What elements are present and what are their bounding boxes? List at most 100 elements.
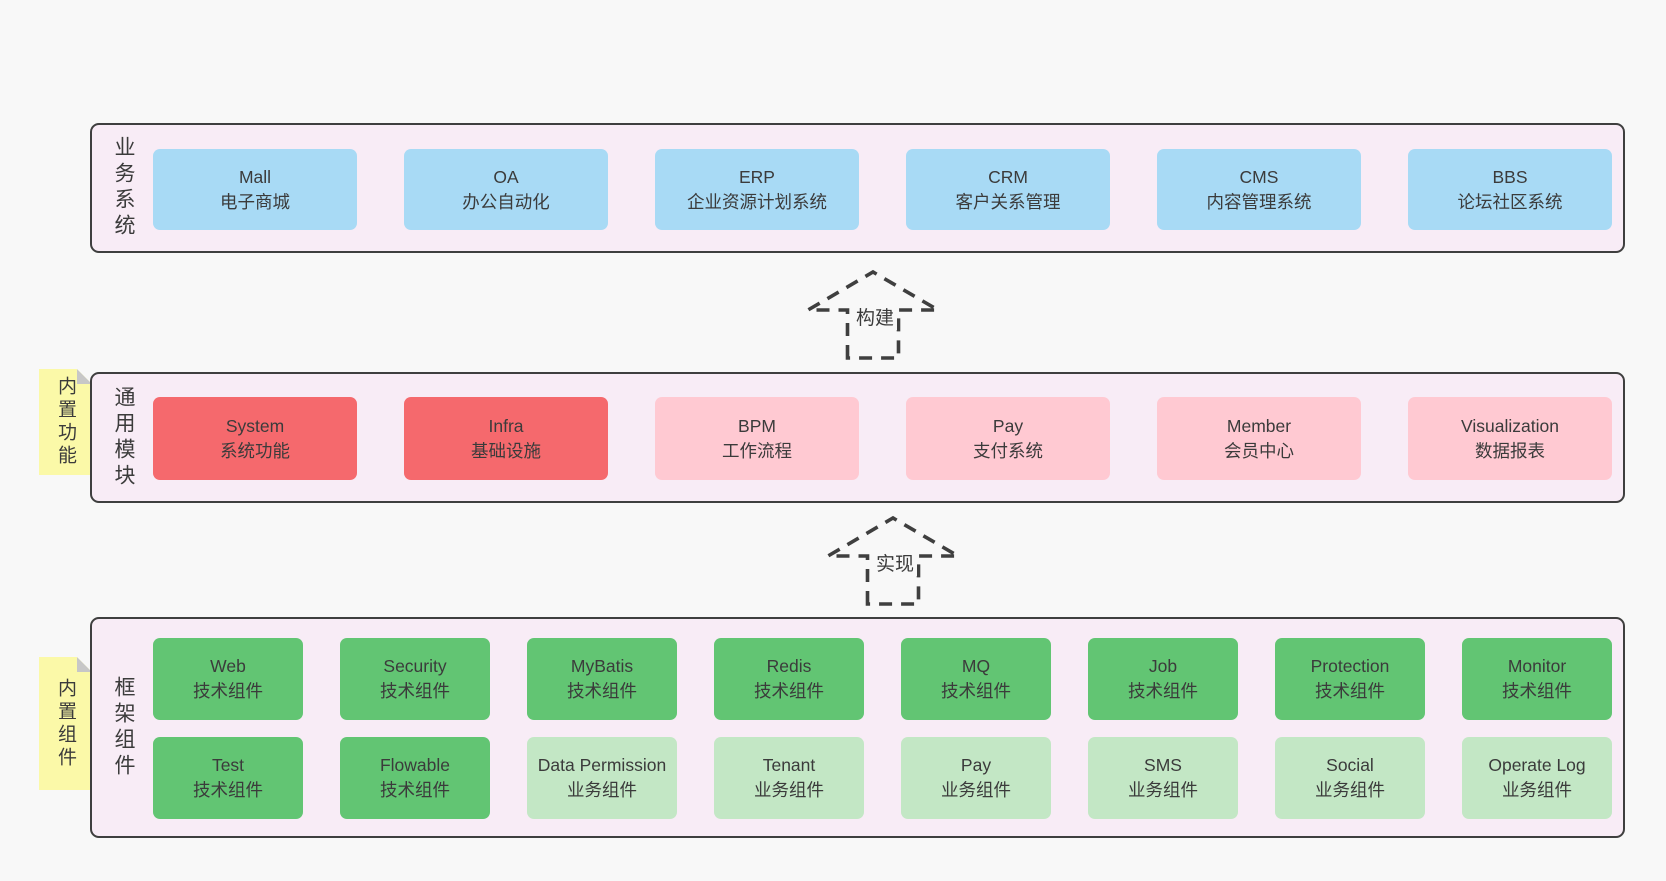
- box-title-zh: 业务组件: [941, 780, 1011, 800]
- box-redis: Redis 技术组件: [714, 638, 864, 720]
- panel-label-text: 通用模块: [112, 385, 135, 490]
- box-title-en: Operate Log: [1488, 755, 1586, 776]
- box-title-en: System: [225, 415, 285, 436]
- sticky-note-text: 内置功能: [55, 376, 76, 468]
- box-title-en: Visualization: [1461, 415, 1559, 436]
- box-oa: OA 办公自动化: [404, 149, 608, 230]
- panel-label-text: 业务系统: [112, 136, 135, 240]
- box-title-zh: 业务组件: [754, 780, 824, 800]
- box-test: Test 技术组件: [153, 737, 303, 819]
- box-operate-log: Operate Log 业务组件: [1462, 737, 1612, 819]
- box-pay-module: Pay 支付系统: [906, 397, 1110, 480]
- box-title-en: Security: [383, 656, 447, 677]
- box-title-en: Test: [211, 755, 245, 776]
- box-monitor: Monitor 技术组件: [1462, 638, 1612, 720]
- box-title-en: MQ: [961, 656, 991, 677]
- box-title-zh: 内容管理系统: [1206, 191, 1312, 212]
- box-title-zh: 技术组件: [193, 681, 263, 701]
- box-title-en: OA: [493, 166, 519, 187]
- panel-framework-components: 框架组件 Web 技术组件 Security 技术组件 MyBatis 技术组件…: [90, 617, 1625, 838]
- sticky-note-built-in-features: 内置功能: [39, 369, 92, 475]
- box-title-zh: 技术组件: [380, 780, 450, 800]
- box-title-zh: 技术组件: [1502, 681, 1572, 701]
- box-title-zh: 企业资源计划系统: [687, 191, 827, 212]
- box-infra: Infra 基础设施: [404, 397, 608, 480]
- box-title-en: Mall: [238, 166, 272, 187]
- box-title-en: Member: [1226, 415, 1292, 436]
- box-mybatis: MyBatis 技术组件: [527, 638, 677, 720]
- box-visualization: Visualization 数据报表: [1408, 397, 1612, 480]
- box-title-zh: 会员中心: [1224, 440, 1294, 461]
- box-title-en: Pay: [960, 755, 992, 776]
- box-social: Social 业务组件: [1275, 737, 1425, 819]
- box-member: Member 会员中心: [1157, 397, 1361, 480]
- arrow-label-implement: 实现: [815, 549, 975, 576]
- dashed-up-arrow-build: [801, 269, 945, 360]
- panel-label-framework-components: 框架组件: [102, 619, 144, 836]
- box-title-en: Redis: [766, 656, 812, 677]
- box-title-en: BBS: [1492, 166, 1528, 187]
- box-title-zh: 业务组件: [1502, 780, 1572, 800]
- box-title-en: Protection: [1310, 656, 1390, 677]
- box-title-en: Social: [1326, 755, 1374, 776]
- panel-label-text: 框架组件: [112, 675, 135, 780]
- panel-common-modules: 通用模块 System 系统功能 Infra 基础设施 BPM 工作流程 Pay…: [90, 372, 1625, 503]
- box-title-en: Web: [210, 656, 246, 677]
- box-title-zh: 技术组件: [1128, 681, 1198, 701]
- box-title-en: CRM: [988, 166, 1028, 187]
- panel-business-systems: 业务系统 Mall 电子商城 OA 办公自动化 ERP 企业资源计划系统 CRM…: [90, 123, 1625, 253]
- box-title-zh: 技术组件: [941, 681, 1011, 701]
- box-sms: SMS 业务组件: [1088, 737, 1238, 819]
- box-title-zh: 数据报表: [1475, 440, 1545, 461]
- box-title-zh: 技术组件: [1315, 681, 1385, 701]
- box-job: Job 技术组件: [1088, 638, 1238, 720]
- box-title-zh: 业务组件: [567, 780, 637, 800]
- box-erp: ERP 企业资源计划系统: [655, 149, 859, 230]
- box-security: Security 技术组件: [340, 638, 490, 720]
- arrow-label-build: 构建: [795, 303, 955, 330]
- box-pay-component: Pay 业务组件: [901, 737, 1051, 819]
- box-title-zh: 电子商城: [220, 191, 290, 212]
- box-title-zh: 支付系统: [973, 440, 1043, 461]
- box-title-en: Data Permission: [537, 755, 667, 776]
- box-data-permission: Data Permission 业务组件: [527, 737, 677, 819]
- box-title-zh: 技术组件: [193, 780, 263, 800]
- box-title-en: BPM: [738, 415, 776, 436]
- box-title-zh: 业务组件: [1315, 780, 1385, 800]
- box-title-en: Pay: [992, 415, 1024, 436]
- box-title-en: Job: [1148, 656, 1178, 677]
- box-title-en: Monitor: [1507, 656, 1567, 677]
- box-flowable: Flowable 技术组件: [340, 737, 490, 819]
- box-title-zh: 客户关系管理: [955, 191, 1061, 212]
- box-title-en: Flowable: [379, 755, 451, 776]
- box-system: System 系统功能: [153, 397, 357, 480]
- box-tenant: Tenant 业务组件: [714, 737, 864, 819]
- box-title-zh: 工作流程: [722, 440, 792, 461]
- sticky-note-built-in-components: 内置组件: [39, 657, 92, 790]
- panel-label-common-modules: 通用模块: [102, 374, 144, 501]
- box-mall: Mall 电子商城: [153, 149, 357, 230]
- box-web: Web 技术组件: [153, 638, 303, 720]
- box-title-zh: 技术组件: [567, 681, 637, 701]
- box-title-en: SMS: [1144, 755, 1182, 776]
- panel-label-business-systems: 业务系统: [102, 125, 144, 251]
- box-title-en: Infra: [488, 415, 524, 436]
- box-bbs: BBS 论坛社区系统: [1408, 149, 1612, 230]
- box-protection: Protection 技术组件: [1275, 638, 1425, 720]
- dashed-up-arrow-implement: [821, 515, 965, 606]
- box-mq: MQ 技术组件: [901, 638, 1051, 720]
- box-title-zh: 业务组件: [1128, 780, 1198, 800]
- box-cms: CMS 内容管理系统: [1157, 149, 1361, 230]
- box-title-en: CMS: [1239, 166, 1279, 187]
- box-title-zh: 系统功能: [220, 440, 290, 461]
- box-title-zh: 技术组件: [380, 681, 450, 701]
- box-title-zh: 基础设施: [471, 440, 541, 461]
- box-crm: CRM 客户关系管理: [906, 149, 1110, 230]
- box-title-zh: 论坛社区系统: [1457, 191, 1563, 212]
- box-title-en: MyBatis: [570, 656, 634, 677]
- sticky-note-text: 内置组件: [55, 677, 76, 770]
- box-title-zh: 技术组件: [754, 681, 824, 701]
- box-title-zh: 办公自动化: [462, 191, 550, 212]
- box-bpm: BPM 工作流程: [655, 397, 859, 480]
- box-title-en: Tenant: [762, 755, 816, 776]
